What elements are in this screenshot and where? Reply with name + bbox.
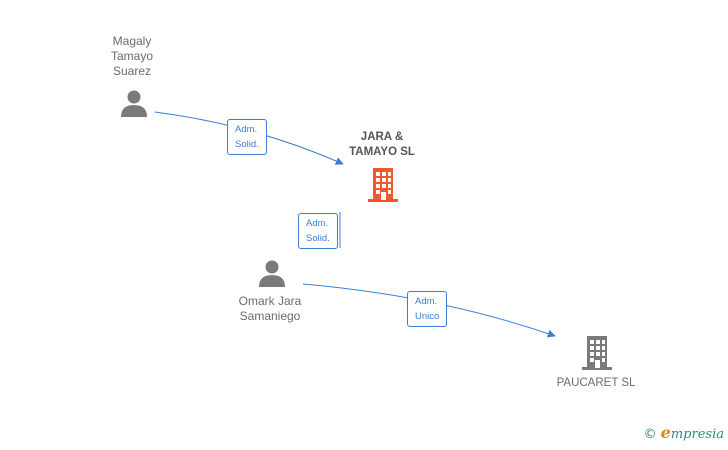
person-icon[interactable] <box>119 88 149 118</box>
building-icon[interactable] <box>580 334 614 370</box>
edge-label-adm-solid-1[interactable]: Adm. Solid. <box>227 119 267 155</box>
building-icon[interactable] <box>366 166 400 202</box>
brand-e-letter: e <box>660 423 671 442</box>
empresia-logo[interactable]: ©empresia <box>644 423 724 442</box>
company-name-jara-tamayo[interactable]: JARA & TAMAYO SL <box>349 131 415 158</box>
edge-label-adm-unico[interactable]: Adm. Unico <box>407 291 448 327</box>
person-icon[interactable] <box>257 258 287 288</box>
brand-name: mpresia <box>670 427 724 442</box>
person-name-omark[interactable]: Omark Jara Samaniego <box>238 294 302 323</box>
company-name-paucaret[interactable]: PAUCARET SL <box>556 377 636 389</box>
copyright-symbol: © <box>643 427 657 442</box>
edge-label-adm-solid-2[interactable]: Adm. Solid. <box>298 213 338 249</box>
person-name-magaly[interactable]: Magaly Tamayo Suarez <box>110 34 154 78</box>
